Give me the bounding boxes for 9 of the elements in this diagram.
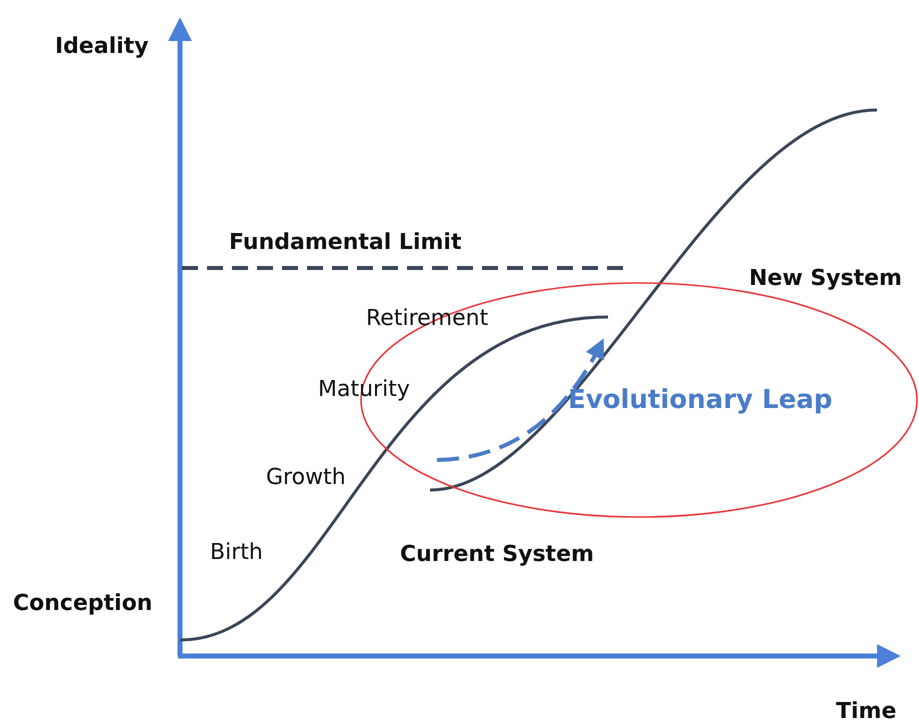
limit-label: Fundamental Limit <box>229 230 462 256</box>
stage-label: Growth <box>266 464 346 492</box>
axis-label: Ideality <box>55 34 149 60</box>
stage-label: Birth <box>210 540 263 566</box>
curve-label: New System <box>749 266 902 292</box>
stage-label: Conception <box>13 590 152 618</box>
curve-label: Current System <box>400 542 594 568</box>
region-label: Evolutionary Leap <box>568 385 832 415</box>
axis-label: Time <box>836 698 896 726</box>
